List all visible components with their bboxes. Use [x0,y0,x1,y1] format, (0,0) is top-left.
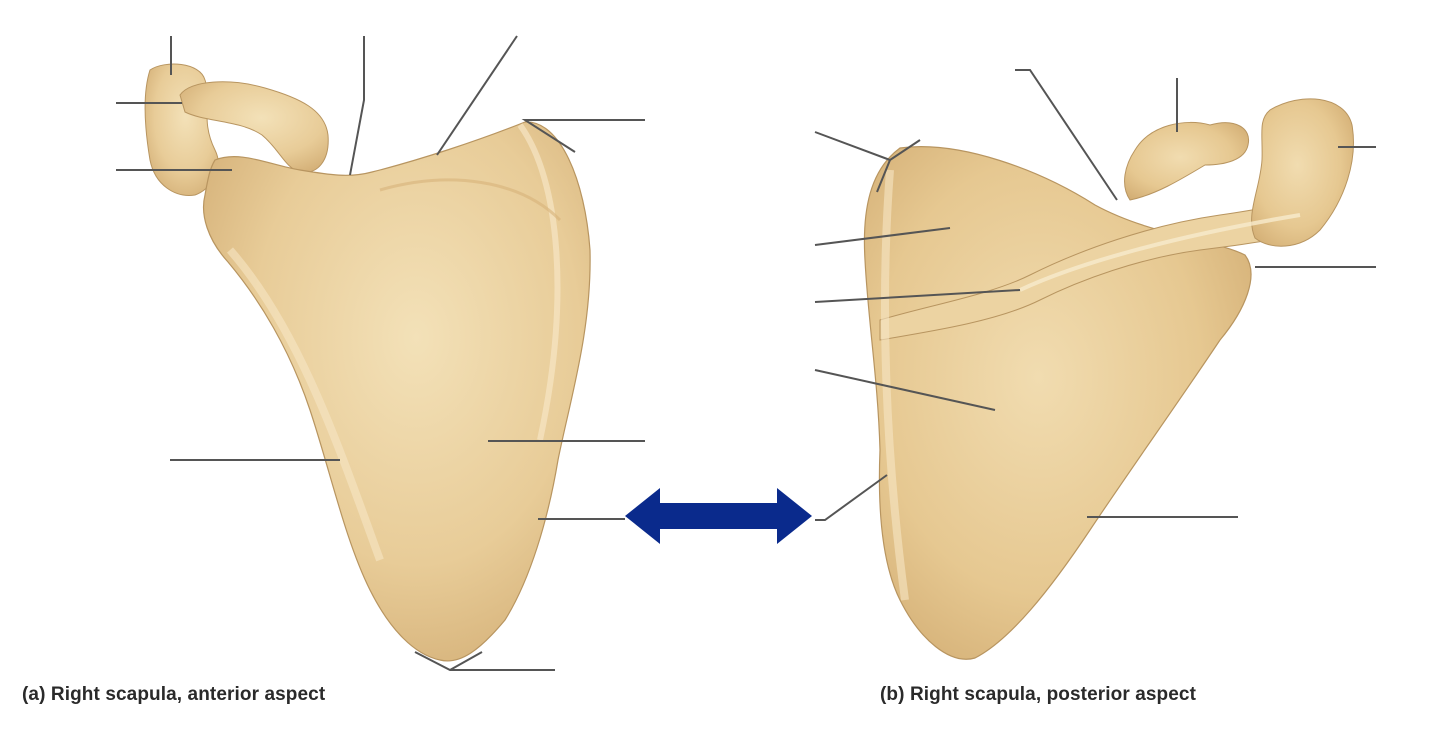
double-arrow-icon [625,488,812,544]
scapula-body-anterior [202,121,591,662]
caption-posterior: (b) Right scapula, posterior aspect [880,684,1196,705]
coracoid-process [179,81,329,173]
caption-anterior: (a) Right scapula, anterior aspect [22,684,326,705]
coracoid-posterior [1124,122,1250,201]
anterior-scapula [144,63,591,662]
anterior-leader-lines [116,35,645,671]
acromion-posterior [1251,98,1354,247]
posterior-leader-lines [814,69,1376,521]
posterior-scapula [863,98,1354,660]
